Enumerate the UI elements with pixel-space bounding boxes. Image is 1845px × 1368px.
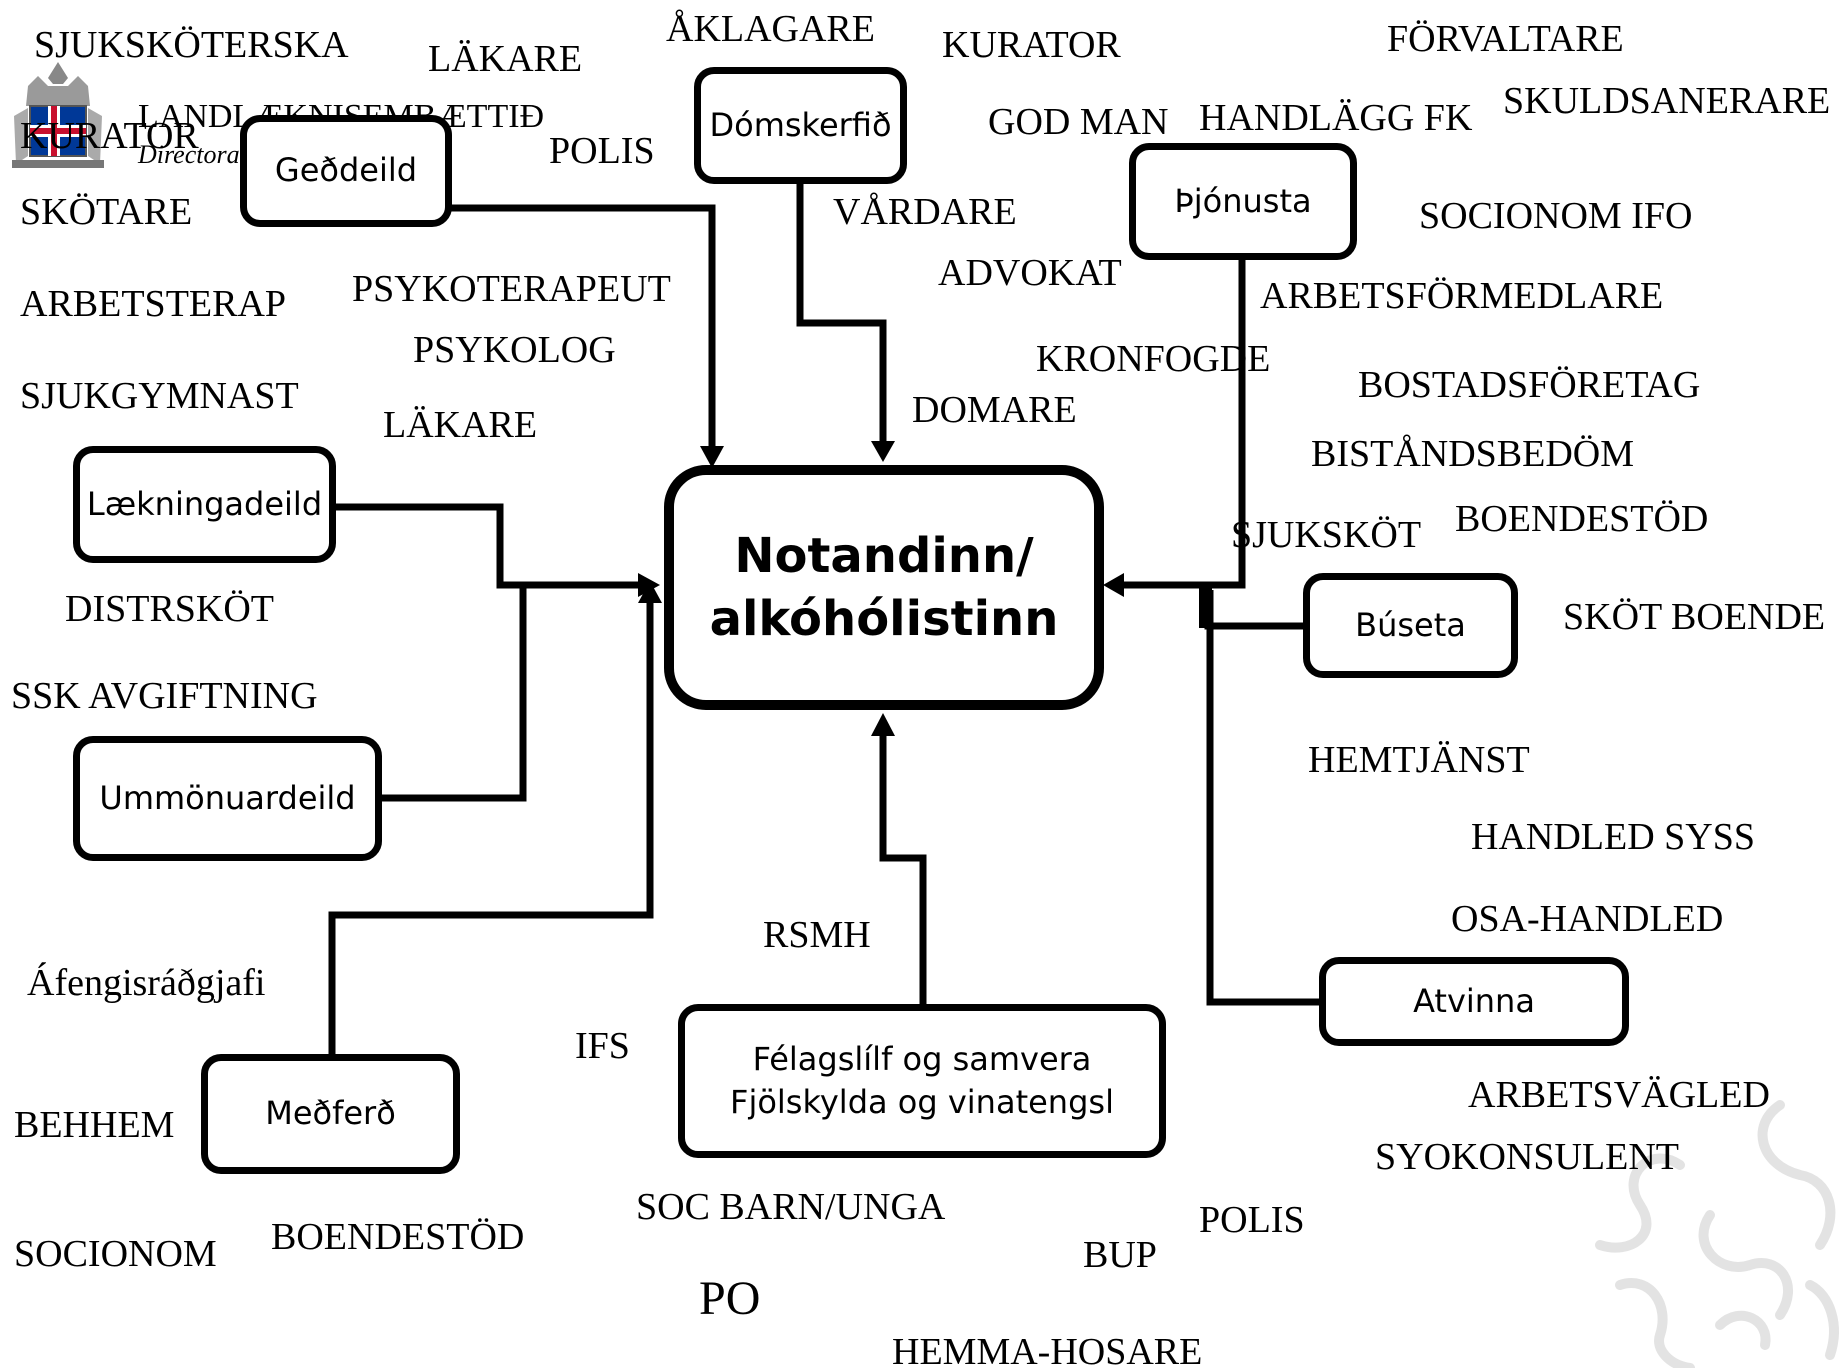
edge-atvinna-to-user [1206, 590, 1322, 1006]
label-sjuksköt: SJUKSKÖT [1231, 514, 1422, 556]
edge-buseta-to-user [1204, 585, 1305, 630]
domskerfid-node: Dómskerfið [694, 67, 907, 184]
label-polis-bottom: POLIS [1199, 1199, 1305, 1241]
label-bistandsbedom: BISTÅNDSBEDÖM [1311, 433, 1635, 475]
label-arbetsvagled: ARBETSVÄGLED [1468, 1074, 1770, 1116]
medferd-label: Meðferð [265, 1094, 396, 1133]
label-polis-top: POLIS [549, 130, 655, 172]
label-syokonsulent: SYOKONSULENT [1375, 1136, 1679, 1178]
gedeild-node: Geðdeild [240, 115, 452, 227]
edge-ummonuardeild-to-user [378, 585, 527, 802]
laekningadeild-node: Lækningadeild [73, 446, 336, 563]
buseta-label: Búseta [1355, 605, 1466, 644]
label-forvaltare: FÖRVALTARE [1387, 18, 1624, 60]
label-psykolog: PSYKOLOG [413, 329, 616, 371]
label-ifs: IFS [575, 1025, 630, 1067]
label-handled-syss: HANDLED SYSS [1471, 816, 1755, 858]
label-handlagg-fk: HANDLÄGG FK [1199, 97, 1473, 139]
laekningadeild-label: Lækningadeild [86, 484, 323, 523]
label-behhem: BEHHEM [14, 1104, 175, 1146]
label-soc-barn-unga: SOC BARN/UNGA [636, 1186, 946, 1228]
label-kronfogde: KRONFOGDE [1036, 338, 1271, 380]
label-aklagare: ÅKLAGARE [666, 8, 875, 50]
label-boendestod-right: BOENDESTÖD [1455, 498, 1709, 540]
label-boendestod-left: BOENDESTÖD [271, 1216, 525, 1258]
watermark-emblem [1595, 1100, 1839, 1368]
user-node-line2: alkóhólistinn [709, 590, 1059, 647]
label-hemma-hosare: HEMMA-HOSARE [892, 1331, 1203, 1368]
label-afengisradgjafi: Áfengisráðgjafi [27, 962, 266, 1004]
label-domare: DOMARE [912, 389, 1077, 431]
thjonusta-label: Þjónusta [1174, 181, 1312, 220]
label-bup: BUP [1083, 1234, 1157, 1276]
label-arbetsformedlare: ARBETSFÖRMEDLARE [1260, 275, 1664, 317]
label-sjukskoterska: SJUKSKÖTERSKA [34, 24, 349, 66]
label-socionom: SOCIONOM [14, 1233, 217, 1275]
label-osa-handled: OSA-HANDLED [1451, 898, 1724, 940]
label-po: PO [699, 1272, 761, 1325]
felagslif-line2: Fjölskylda og vinatengsl [730, 1083, 1114, 1121]
ummonuardeild-node: Ummönuardeild [73, 736, 382, 861]
edge-felagslif-to-user [879, 735, 927, 1008]
edge-thjonusta-to-user [1120, 258, 1246, 589]
domskerfid-label: Dómskerfið [709, 105, 892, 144]
label-hemtjanst: HEMTJÄNST [1308, 739, 1530, 781]
atvinna-label: Atvinna [1413, 981, 1535, 1020]
label-lakare-mid: LÄKARE [383, 404, 538, 446]
label-psykoterapeut: PSYKOTERAPEUT [352, 268, 671, 310]
felagslif-line1: Félagslílf og samvera [752, 1039, 1092, 1078]
label-distrskot: DISTRSKÖT [65, 588, 275, 630]
label-socionom-ifo: SOCIONOM IFO [1419, 195, 1693, 237]
atvinna-node: Atvinna [1319, 957, 1629, 1046]
user-alcoholic-node: Notandinn/ alkóhólistinn [664, 465, 1104, 710]
label-vardare: VÅRDARE [833, 191, 1017, 233]
buseta-node: Búseta [1303, 573, 1518, 678]
label-arbetsterap: ARBETSTERAP [20, 283, 287, 325]
edge-laekningadeild-to-user [333, 503, 643, 589]
edge-gedeild-to-user [450, 204, 716, 452]
label-skot-boende: SKÖT BOENDE [1563, 596, 1826, 638]
label-kurator-top: KURATOR [942, 24, 1121, 66]
label-ssk-avgiftning: SSK AVGIFTNING [11, 675, 318, 717]
label-skotare: SKÖTARE [20, 191, 193, 233]
label-skuldsanerare: SKULDSANERARE [1503, 80, 1831, 122]
label-advokat: ADVOKAT [938, 252, 1122, 294]
user-node-line1: Notandinn/ [734, 528, 1034, 585]
label-lakare-top: LÄKARE [428, 38, 583, 80]
label-rsmh: RSMH [763, 914, 871, 956]
ummonuardeild-label: Ummönuardeild [99, 778, 356, 817]
iceland-coat-of-arms-logo [12, 62, 104, 168]
felagslif-node: Félagslílf og samvera Fjölskylda og vina… [678, 1004, 1166, 1158]
junction-marker [1199, 585, 1212, 628]
thjonusta-node: Þjónusta [1129, 143, 1357, 260]
label-god-man: GOD MAN [988, 101, 1169, 143]
label-bostadsforetag: BOSTADSFÖRETAG [1358, 364, 1701, 406]
edge-domskerfid-to-user [796, 180, 887, 448]
label-kurator-left: KURATOR [20, 115, 199, 157]
edge-medferd-to-user [328, 600, 654, 1058]
label-sjukgymnast: SJUKGYMNAST [20, 375, 299, 417]
gedeild-label: Geðdeild [274, 151, 418, 190]
medferd-node: Meðferð [201, 1054, 460, 1174]
